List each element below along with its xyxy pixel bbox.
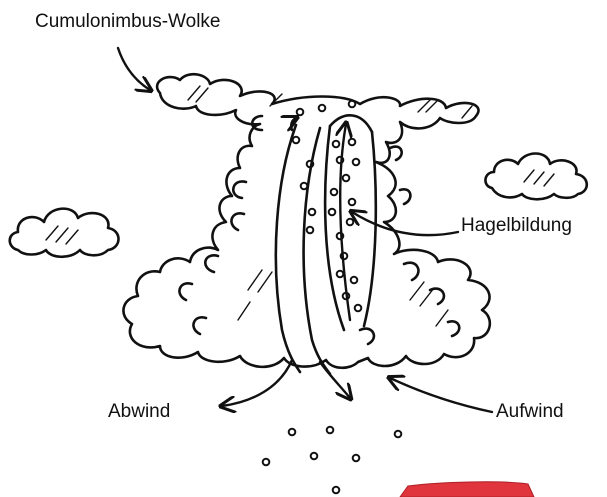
downdraft-label: Abwind bbox=[108, 402, 170, 421]
small-cloud-right bbox=[485, 154, 586, 200]
red-roof bbox=[400, 482, 534, 497]
cloud-label-arrow bbox=[118, 48, 150, 90]
hail-formation-label: Hagelbildung bbox=[461, 216, 572, 235]
cumulonimbus-cloud bbox=[123, 74, 489, 368]
falling-hail bbox=[263, 427, 402, 494]
hail-label-arrow bbox=[352, 212, 458, 235]
cloud-label: Cumulonimbus-Wolke bbox=[35, 12, 221, 31]
updraft-arrow bbox=[340, 124, 350, 320]
updraft-label-arrow bbox=[390, 378, 492, 412]
updraft-label: Aufwind bbox=[496, 402, 564, 421]
